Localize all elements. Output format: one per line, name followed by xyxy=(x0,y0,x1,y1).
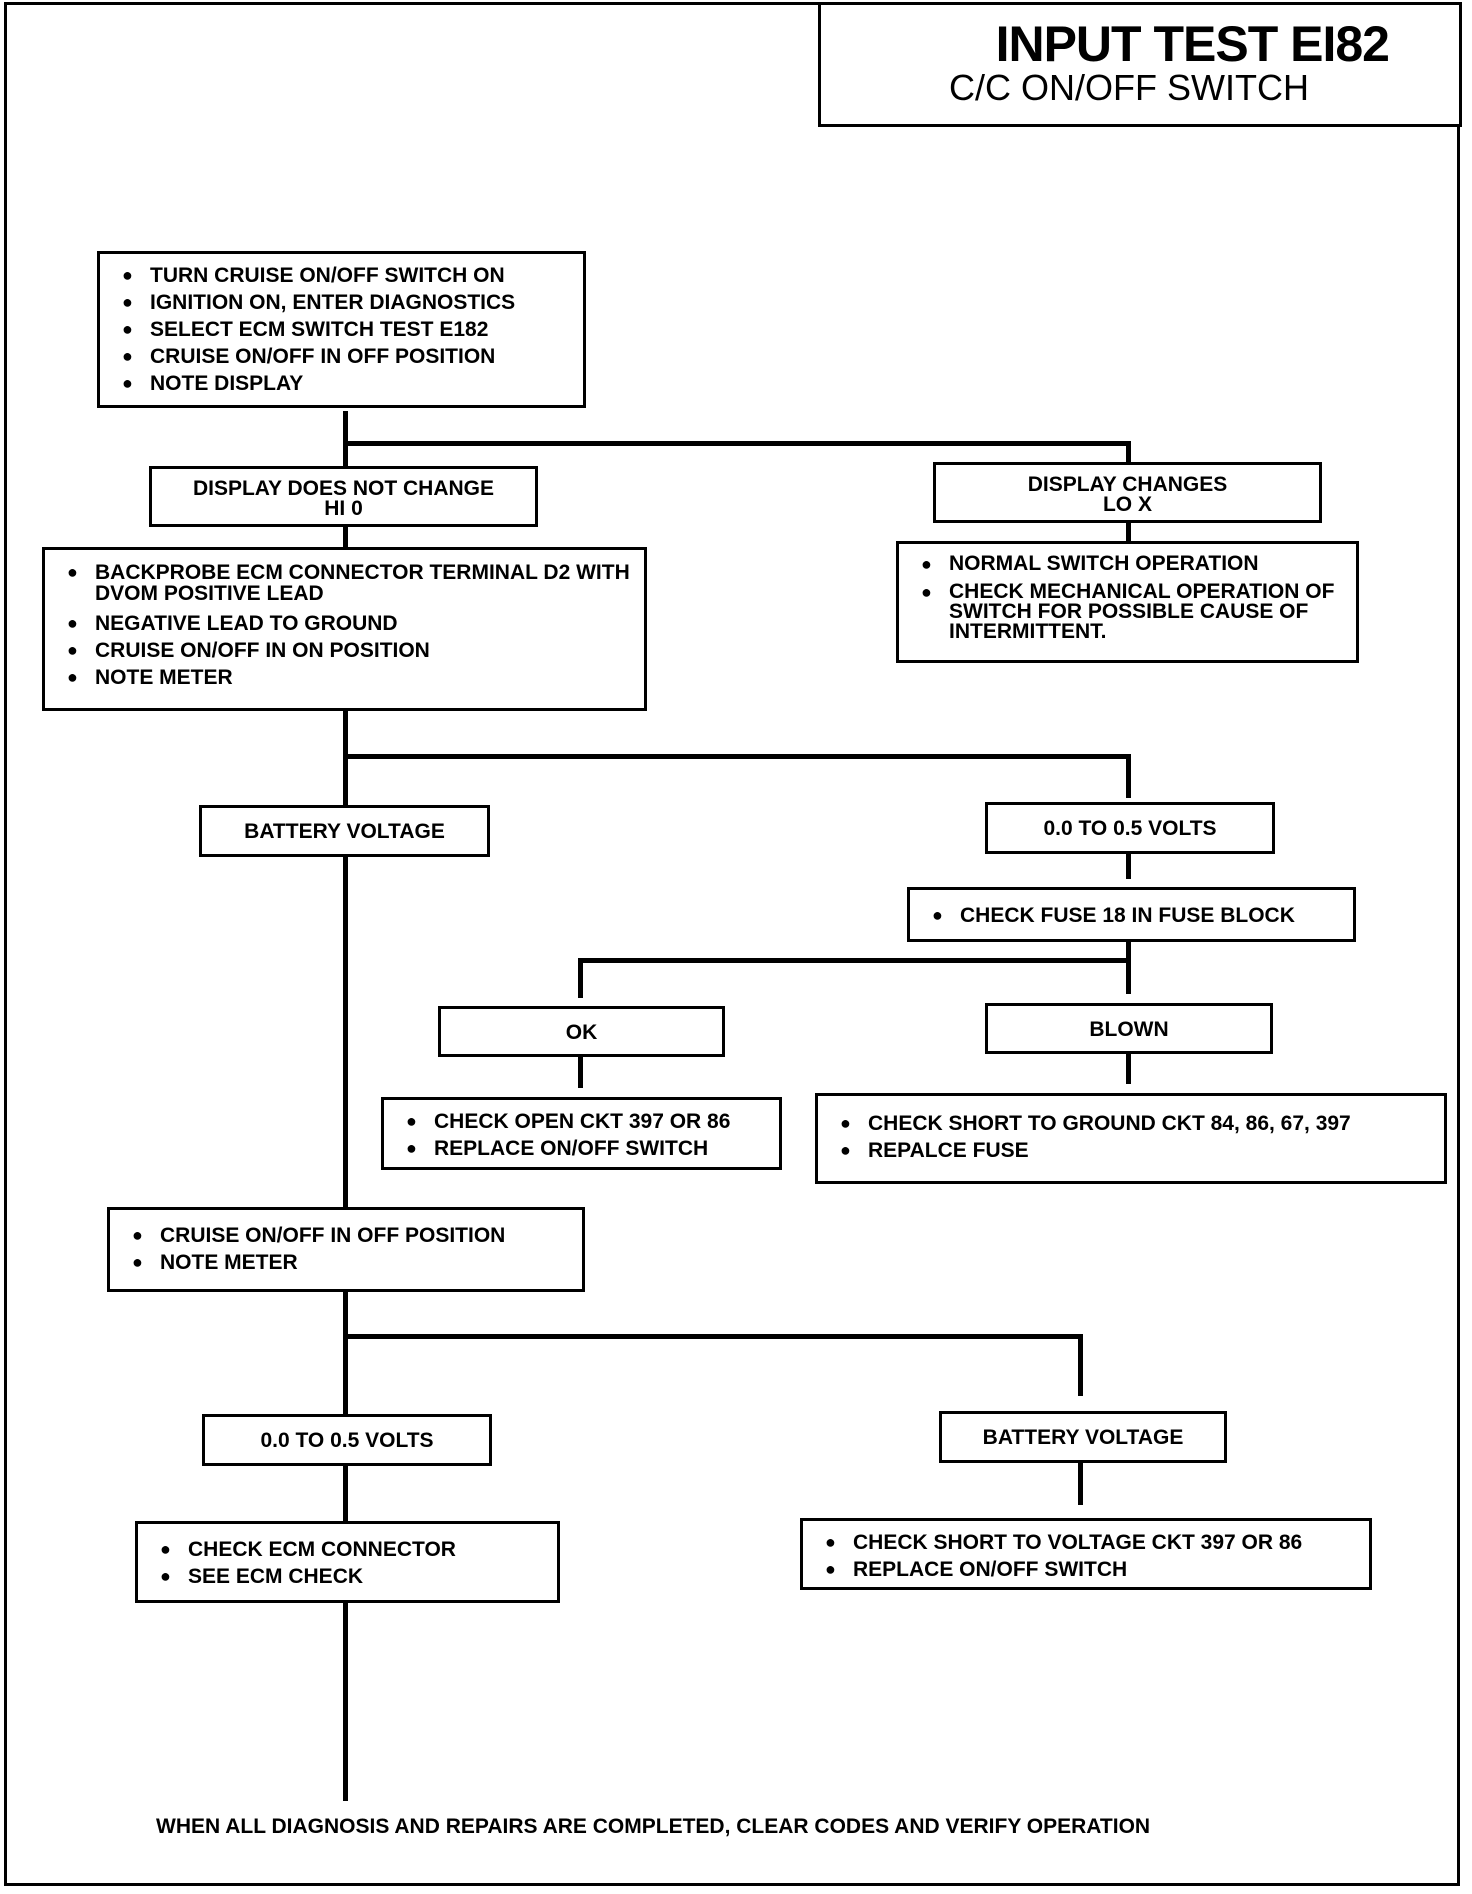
step-item: NOTE DISPLAY xyxy=(122,370,573,397)
step-item: NEGATIVE LEAD TO GROUND xyxy=(67,610,634,637)
step-item: TURN CRUISE ON/OFF SWITCH ON xyxy=(122,262,573,289)
connector-line xyxy=(1126,843,1131,879)
result-label: DISPLAY DOES NOT CHANGE xyxy=(192,477,495,500)
step-item: SEE ECM CHECK xyxy=(160,1563,547,1590)
step-item: CHECK OPEN CKT 397 OR 86 xyxy=(406,1108,769,1135)
step-item: CHECK ECM CONNECTOR xyxy=(160,1536,547,1563)
step-item: CRUISE ON/OFF IN OFF POSITION xyxy=(122,343,573,370)
battery-voltage-box: BATTERY VOLTAGE xyxy=(939,1411,1227,1463)
step-item: CRUISE ON/OFF IN ON POSITION xyxy=(67,637,634,664)
fuse-blown-box: BLOWN xyxy=(985,1003,1273,1054)
step-item: REPALCE FUSE xyxy=(840,1137,1434,1164)
step-item: CHECK MECHANICAL OPERATION OF SWITCH FOR… xyxy=(921,581,1346,642)
open-circuit-box: CHECK OPEN CKT 397 OR 86 REPLACE ON/OFF … xyxy=(381,1097,782,1170)
result-label: OK xyxy=(565,1021,598,1044)
result-label: DISPLAY CHANGES xyxy=(1027,473,1228,496)
off-position-box: CRUISE ON/OFF IN OFF POSITION NOTE METER xyxy=(107,1207,585,1292)
connector-line xyxy=(1078,1334,1083,1396)
connector-line xyxy=(343,441,1131,446)
page-subtitle: C/C ON/OFF SWITCH xyxy=(949,67,1309,108)
connector-line xyxy=(343,524,348,550)
connector-line xyxy=(1126,441,1131,462)
check-fuse-box: CHECK FUSE 18 IN FUSE BLOCK xyxy=(907,887,1356,942)
step-item: SELECT ECM SWITCH TEST E182 xyxy=(122,316,573,343)
battery-voltage-box: BATTERY VOLTAGE xyxy=(199,805,490,857)
connector-line xyxy=(343,754,1131,759)
connector-line xyxy=(1126,519,1131,543)
connector-line xyxy=(1126,754,1131,798)
start-steps-box: TURN CRUISE ON/OFF SWITCH ON IGNITION ON… xyxy=(97,251,586,408)
result-label: 0.0 TO 0.5 VOLTS xyxy=(1043,817,1217,840)
ecm-connector-box: CHECK ECM CONNECTOR SEE ECM CHECK xyxy=(135,1521,560,1603)
short-to-ground-box: CHECK SHORT TO GROUND CKT 84, 86, 67, 39… xyxy=(815,1093,1447,1184)
step-item: CRUISE ON/OFF IN OFF POSITION xyxy=(132,1222,572,1249)
page-title: INPUT TEST EI82 xyxy=(995,16,1390,72)
display-no-change-box: DISPLAY DOES NOT CHANGE HI 0 xyxy=(149,466,538,527)
connector-line xyxy=(578,958,1131,963)
connector-line xyxy=(343,1334,1083,1339)
footer-note: WHEN ALL DIAGNOSIS AND REPAIRS ARE COMPL… xyxy=(156,1815,1151,1838)
connector-line xyxy=(1126,1040,1131,1084)
result-value: HI 0 xyxy=(324,497,363,520)
step-item: CHECK SHORT TO VOLTAGE CKT 397 OR 86 xyxy=(825,1529,1365,1556)
low-volts-box: 0.0 TO 0.5 VOLTS xyxy=(202,1414,492,1466)
result-label: BATTERY VOLTAGE xyxy=(982,1426,1184,1449)
fuse-ok-box: OK xyxy=(438,1006,725,1057)
connector-line xyxy=(578,1044,583,1088)
title-block: INPUT TEST EI82 C/C ON/OFF SWITCH xyxy=(818,2,1462,127)
backprobe-steps-box: BACKPROBE ECM CONNECTOR TERMINAL D2 WITH… xyxy=(42,547,647,711)
connector-line xyxy=(1078,1441,1083,1505)
normal-operation-box: NORMAL SWITCH OPERATION CHECK MECHANICAL… xyxy=(896,541,1359,663)
result-value: LO X xyxy=(1102,493,1152,516)
result-label: BATTERY VOLTAGE xyxy=(244,820,445,843)
connector-line xyxy=(1126,932,1131,994)
step-item: IGNITION ON, ENTER DIAGNOSTICS xyxy=(122,289,573,316)
step-item: REPLACE ON/OFF SWITCH xyxy=(825,1556,1365,1583)
low-volts-box: 0.0 TO 0.5 VOLTS xyxy=(985,802,1275,854)
step-item: NORMAL SWITCH OPERATION xyxy=(921,553,1346,574)
page-border xyxy=(4,2,1460,1886)
step-item: CHECK SHORT TO GROUND CKT 84, 86, 67, 39… xyxy=(840,1110,1434,1137)
step-item: BACKPROBE ECM CONNECTOR TERMINAL D2 WITH… xyxy=(67,562,634,604)
connector-line xyxy=(343,411,348,469)
step-item: NOTE METER xyxy=(132,1249,572,1276)
result-label: BLOWN xyxy=(1089,1018,1169,1041)
step-item: CHECK FUSE 18 IN FUSE BLOCK xyxy=(932,902,1343,929)
short-to-voltage-box: CHECK SHORT TO VOLTAGE CKT 397 OR 86 REP… xyxy=(800,1518,1372,1590)
step-item: NOTE METER xyxy=(67,664,634,691)
step-item: REPLACE ON/OFF SWITCH xyxy=(406,1135,769,1162)
result-label: 0.0 TO 0.5 VOLTS xyxy=(260,1429,434,1452)
connector-line xyxy=(578,958,583,998)
display-changes-box: DISPLAY CHANGES LO X xyxy=(933,462,1322,523)
